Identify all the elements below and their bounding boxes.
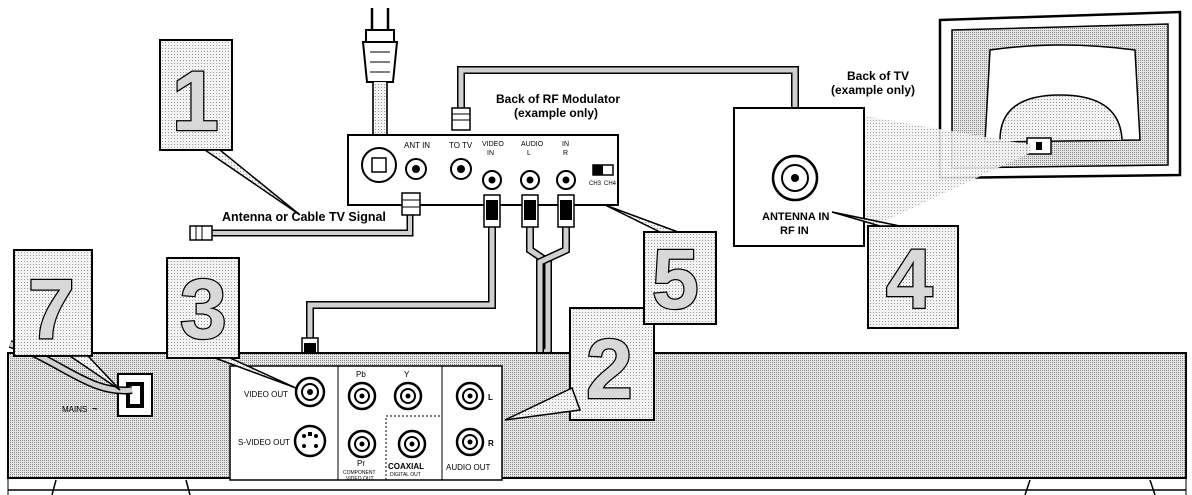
- step-7-callout: 7: [13, 249, 121, 391]
- step-4-number: 4: [886, 232, 933, 326]
- step-1-callout: 3: [166, 257, 297, 389]
- mains-tilde: ~: [92, 404, 98, 415]
- mains-label: MAINS: [62, 405, 87, 414]
- step-5-number: 5: [652, 232, 699, 326]
- channel-switch[interactable]: [592, 164, 614, 176]
- video-out-jack[interactable]: [294, 376, 326, 408]
- step-2-callout: 2: [504, 307, 655, 421]
- pr-jack[interactable]: [347, 429, 377, 459]
- audio-r-label: R: [563, 150, 568, 157]
- to-tv-jack[interactable]: [450, 158, 472, 180]
- tv-subtitle: (example only): [831, 83, 915, 97]
- tv-title: Back of TV: [847, 69, 909, 83]
- video-out-label: VIDEO OUT: [244, 390, 288, 399]
- audio-out-l-label: L: [488, 393, 493, 402]
- pr-label: Pr: [357, 459, 365, 468]
- audio-out-l-jack[interactable]: [455, 381, 485, 411]
- antenna-signal-cable: [189, 192, 421, 241]
- s-video-out-label: S-VIDEO OUT: [238, 438, 290, 447]
- component-label: COMPONENT: [343, 470, 376, 476]
- coaxial-jack[interactable]: [397, 429, 427, 459]
- pb-jack[interactable]: [347, 381, 377, 411]
- digital-out-label: DIGITAL OUT: [390, 472, 421, 478]
- mains-socket[interactable]: [117, 373, 153, 417]
- tv-set: [938, 10, 1182, 180]
- rf-modulator-subtitle: (example only): [514, 106, 598, 120]
- tv-antenna-panel: ANTENNA IN RF IN: [733, 107, 865, 247]
- power-plug: [361, 8, 399, 150]
- audio-out-r-jack[interactable]: [455, 427, 485, 457]
- audio-l-jack[interactable]: [520, 170, 540, 190]
- audio-label: AUDIO: [521, 141, 544, 148]
- step-3-number: 1: [172, 54, 219, 148]
- antenna-in-jack[interactable]: [771, 154, 819, 202]
- audio-out-r-label: R: [488, 439, 494, 448]
- step-3-callout: 1: [159, 39, 301, 216]
- step-4-callout: 4: [831, 211, 959, 329]
- y-jack[interactable]: [393, 381, 423, 411]
- ch4-label: CH4: [604, 181, 617, 187]
- audio-l-label: L: [527, 150, 531, 157]
- step-2-number: 2: [586, 322, 633, 416]
- to-tv-label: TO TV: [449, 141, 473, 150]
- rf-in-label: RF IN: [780, 225, 809, 237]
- ant-in-label: ANT IN: [404, 141, 430, 150]
- step-7-number: 7: [28, 262, 75, 356]
- step-1-number: 3: [180, 262, 227, 356]
- rf-modulator-title: Back of RF Modulator: [496, 92, 620, 106]
- audio-r-jack[interactable]: [556, 170, 576, 190]
- antenna-in-label: ANTENNA IN: [762, 211, 829, 223]
- ch3-label: CH3: [589, 181, 602, 187]
- coaxial-label: COAXIAL: [388, 462, 424, 471]
- s-video-out-jack[interactable]: [293, 424, 327, 458]
- step-5-callout: 5: [604, 204, 717, 327]
- audio-out-label: AUDIO OUT: [446, 463, 491, 472]
- rf-modulator: ANT IN TO TV VIDEO IN AUDIO L IN R CH3 C…: [347, 134, 619, 206]
- video-in-label-1: VIDEO: [482, 141, 504, 148]
- video-in-jack[interactable]: [482, 170, 502, 190]
- ant-in-jack[interactable]: [405, 158, 427, 180]
- y-label: Y: [404, 370, 410, 379]
- component-video-out-label: VIDEO OUT: [346, 476, 374, 482]
- video-in-label-2: IN: [487, 150, 494, 157]
- pb-label: Pb: [356, 370, 366, 379]
- signal-label: Antenna or Cable TV Signal: [222, 210, 386, 224]
- in-label: IN: [562, 141, 569, 148]
